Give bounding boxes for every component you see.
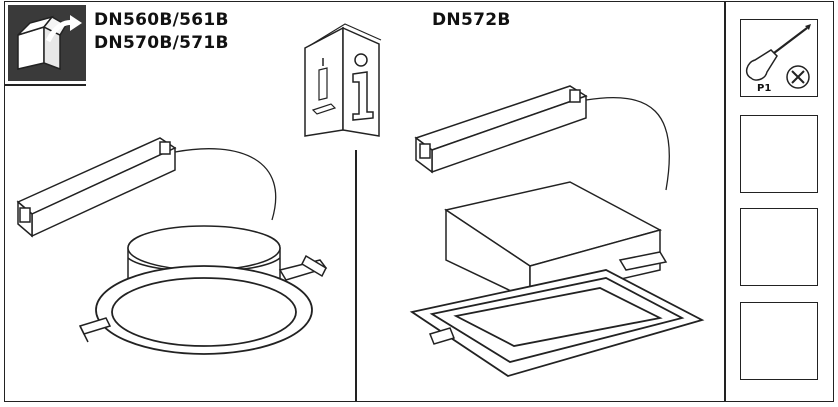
sheet-frame	[4, 1, 834, 402]
round-downlight-illustration	[16, 137, 328, 355]
connection-cable	[174, 148, 277, 221]
model-title-left-1: DN560B/561B	[94, 10, 229, 30]
crossed-screw-icon	[786, 65, 810, 89]
center-divider	[355, 150, 357, 402]
tool-label: P1	[757, 83, 771, 94]
tool-label-text: P1	[757, 83, 771, 94]
driver-unit	[16, 137, 177, 238]
right-column-divider	[724, 1, 726, 402]
spring-clips	[428, 251, 668, 345]
driver-unit	[414, 85, 588, 174]
spring-clips	[78, 254, 328, 343]
connection-cable	[585, 96, 670, 191]
unpack-badge	[8, 5, 86, 81]
instruction-booklet-icon	[304, 23, 382, 137]
header-divider	[4, 84, 86, 86]
downlight-trim	[409, 269, 705, 377]
model-title-right: DN572B	[432, 10, 511, 30]
square-downlight-illustration	[409, 85, 705, 377]
empty-box-1	[740, 115, 818, 193]
empty-box-3	[740, 302, 818, 380]
screwdriver-icon	[745, 24, 811, 81]
unpack-box-arrow-icon	[17, 15, 82, 71]
empty-box-2	[740, 208, 818, 286]
tool-box: P1	[740, 19, 818, 97]
downlight-trim	[95, 265, 313, 355]
model-title-left-2: DN570B/571B	[94, 33, 229, 53]
